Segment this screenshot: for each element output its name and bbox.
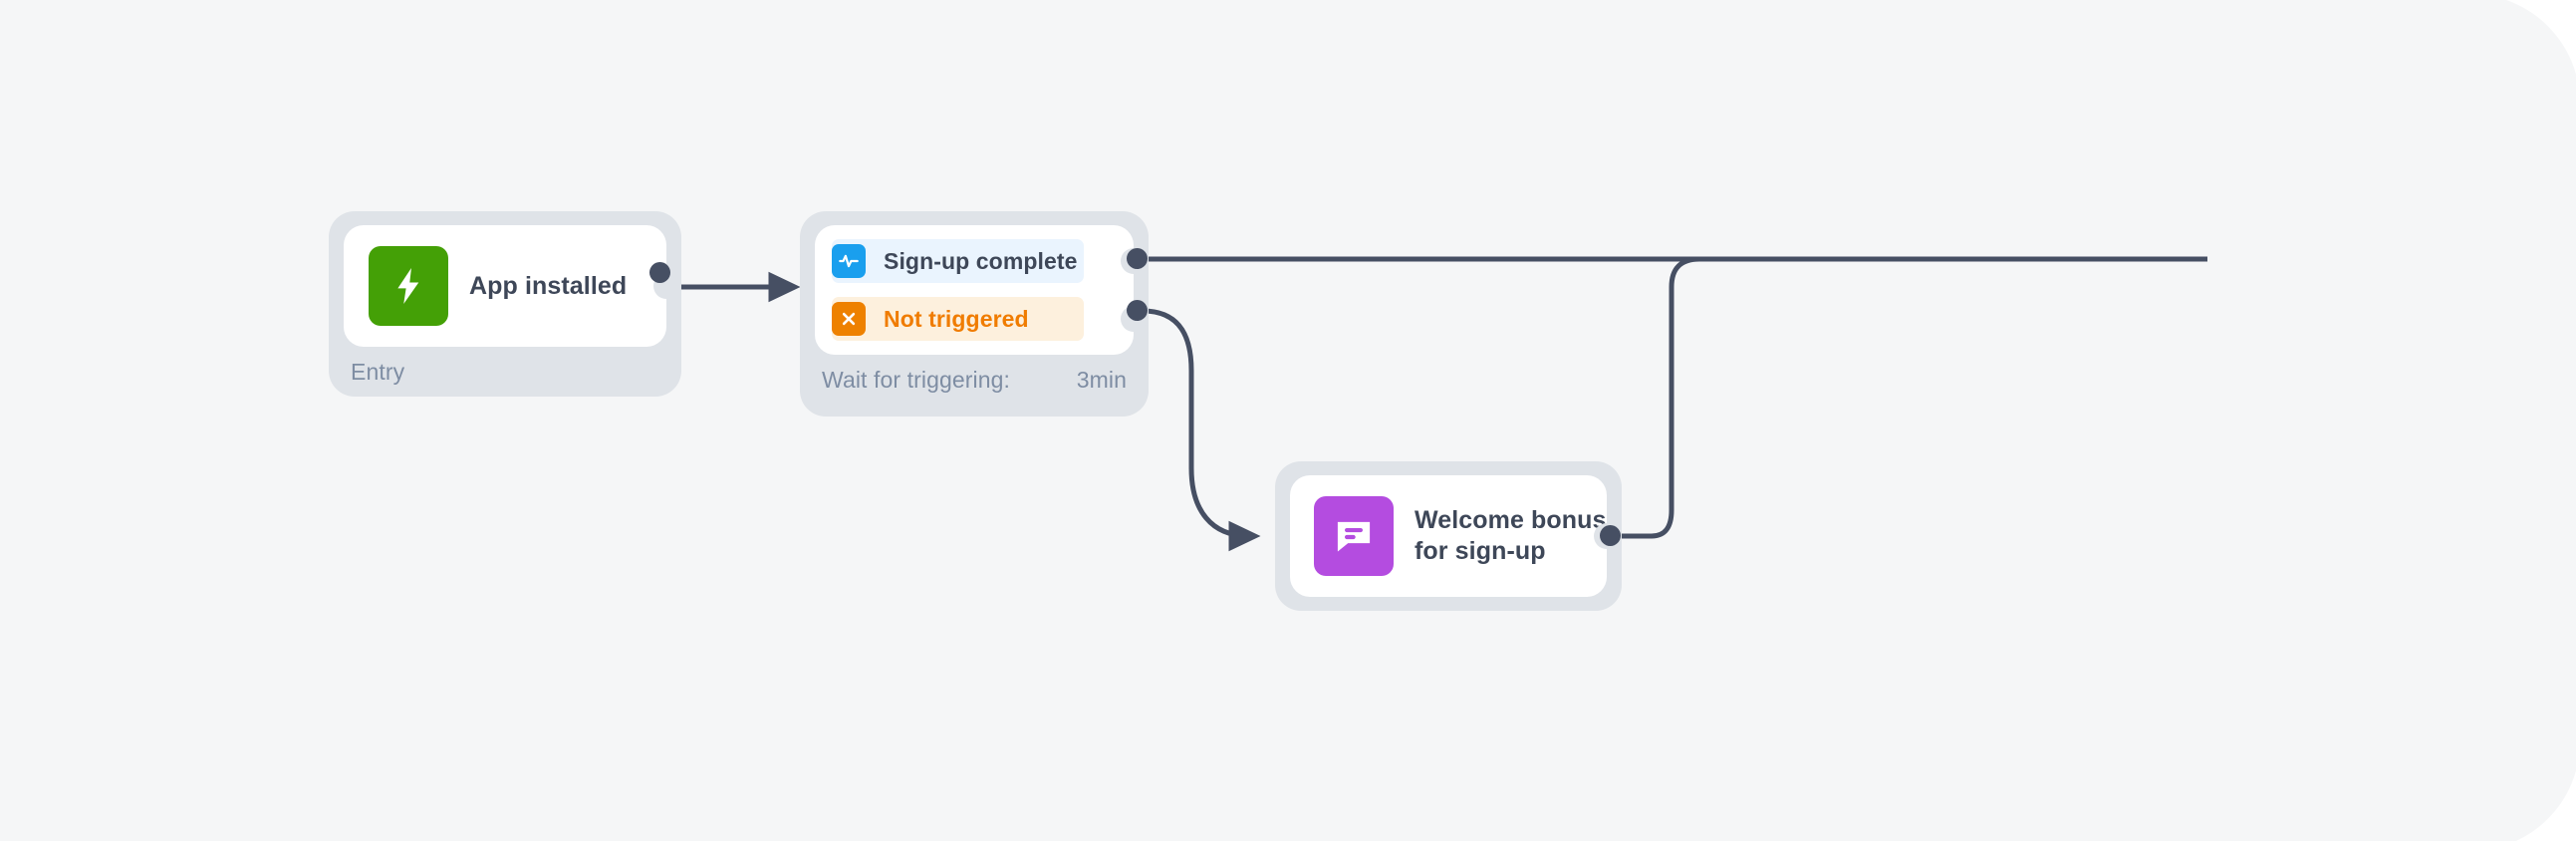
node-entry-footer: Entry	[329, 359, 681, 386]
node-entry-footer-label: Entry	[351, 359, 405, 385]
connector-not-triggered-to-welcome	[1142, 308, 1261, 552]
status-row-sign-up-complete-label: Sign-up complete	[884, 247, 1078, 274]
status-row-sign-up-complete[interactable]: Sign-up complete	[832, 239, 1084, 283]
node-wait-trigger-footer-value: 3min	[1076, 367, 1127, 393]
node-welcome-bonus[interactable]: Welcome bonus for sign-up	[1275, 461, 1622, 611]
node-welcome-bonus-title: Welcome bonus for sign-up	[1415, 506, 1607, 565]
status-row-not-triggered-label: Not triggered	[884, 305, 1029, 332]
status-row-not-triggered-output-port[interactable]	[1127, 300, 1148, 321]
status-row-not-triggered[interactable]: Not triggered	[832, 297, 1084, 341]
node-wait-trigger-card[interactable]: Sign-up complete Not triggered	[815, 225, 1147, 355]
node-entry[interactable]: App installed Entry	[329, 211, 681, 397]
lightning-bolt-icon	[369, 246, 448, 326]
node-entry-title: App installed	[469, 272, 628, 300]
message-bubble-icon	[1314, 496, 1394, 576]
node-wait-trigger-footer-label: Wait for triggering:	[822, 367, 1011, 393]
activity-pulse-icon	[832, 244, 866, 278]
node-wait-trigger[interactable]: Sign-up complete Not triggered Wait for …	[800, 211, 1149, 417]
status-row-sign-up-complete-output-port[interactable]	[1127, 248, 1148, 269]
node-entry-card[interactable]: App installed	[344, 225, 679, 347]
x-close-icon	[832, 302, 866, 336]
node-welcome-bonus-output-port[interactable]	[1600, 525, 1621, 546]
node-entry-output-port[interactable]	[649, 262, 670, 283]
node-welcome-bonus-card[interactable]: Welcome bonus for sign-up	[1290, 475, 1620, 597]
node-wait-trigger-footer: Wait for triggering: 3min	[800, 367, 1149, 394]
connector-welcome-bonus-out	[1612, 256, 1753, 539]
